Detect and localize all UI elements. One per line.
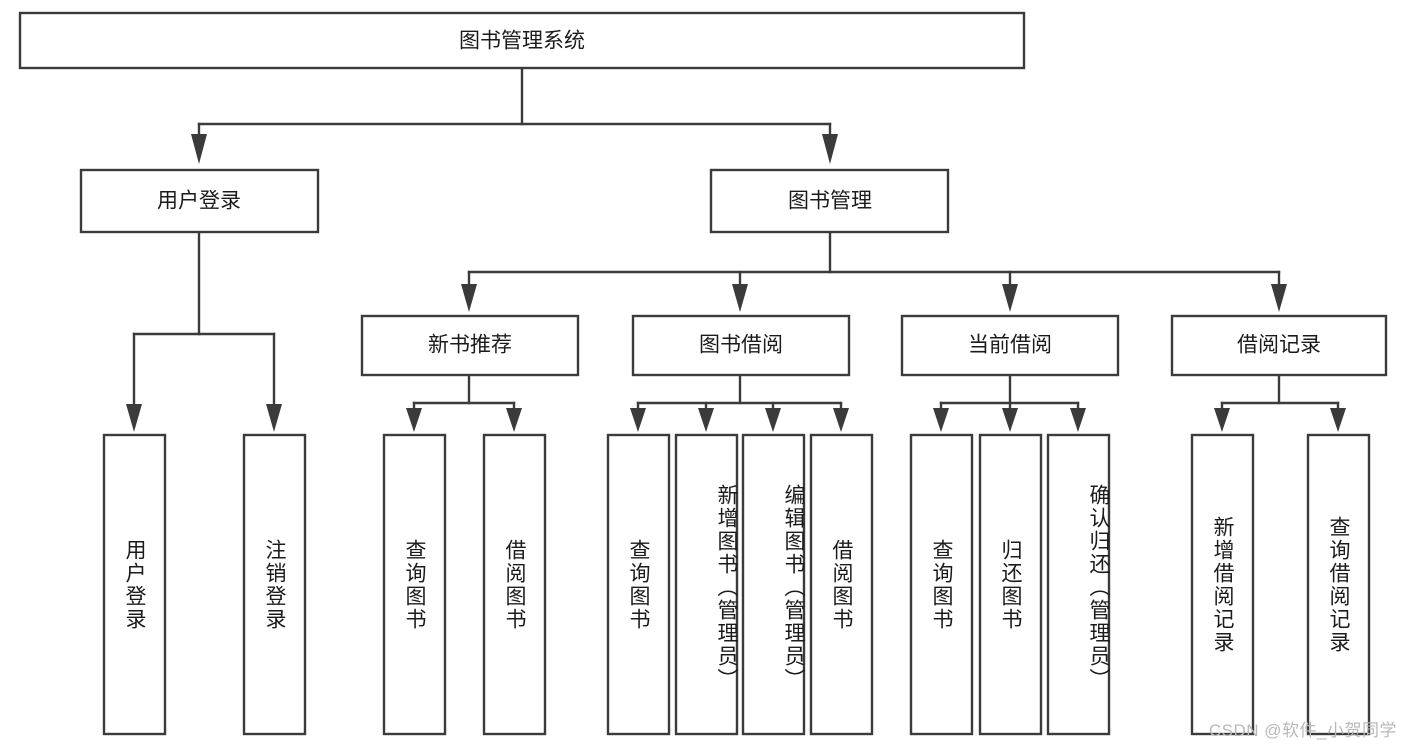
node-current-borrow[interactable]: 当前借阅: [900, 314, 1120, 377]
arrow-head-book-mgmt: [822, 134, 838, 164]
node-box-l-user-login[interactable]: [102, 433, 167, 736]
connector-group-new-book-rec: [406, 373, 522, 432]
connector-group-borrow-record: [1214, 373, 1346, 432]
arrow-head-l-borrow-book-2: [833, 408, 849, 432]
arrow-head-l-query-record: [1330, 408, 1346, 432]
node-box-l-query-book-2[interactable]: [606, 433, 671, 736]
arrow-head-book-borrow: [732, 284, 748, 312]
arrow-head-current-borrow: [1002, 284, 1018, 312]
arrow-head-l-logout: [266, 404, 282, 432]
node-label-book-borrow: 图书借阅: [699, 334, 783, 357]
node-root[interactable]: 图书管理系统: [18, 11, 1026, 70]
node-label-new-book-rec: 新书推荐: [428, 334, 512, 357]
arrow-head-user-login: [191, 134, 207, 164]
node-label-current-borrow: 当前借阅: [968, 334, 1052, 357]
csdn-watermark: CSDN @软件_小贺同学: [1208, 721, 1397, 740]
node-borrow-record[interactable]: 借阅记录: [1170, 314, 1388, 377]
node-box-l-query-record[interactable]: [1306, 433, 1371, 736]
node-user-login[interactable]: 用户登录: [79, 168, 320, 234]
node-box-l-logout[interactable]: [242, 433, 307, 736]
node-box-l-return-book[interactable]: [978, 433, 1043, 736]
connector-group-current-borrow: [933, 373, 1086, 432]
node-book-mgmt[interactable]: 图书管理: [709, 168, 950, 234]
arrow-head-l-add-record: [1214, 408, 1230, 432]
node-box-user-login[interactable]: [79, 168, 320, 234]
arrow-head-borrow-record: [1271, 284, 1287, 312]
node-label-book-mgmt: 图书管理: [788, 190, 872, 213]
node-box-book-borrow[interactable]: [631, 314, 851, 377]
node-label-root: 图书管理系统: [459, 30, 585, 53]
arrow-head-l-borrow-book-1: [506, 408, 522, 432]
arrow-head-l-edit-book: [765, 408, 781, 432]
node-book-borrow[interactable]: 图书借阅: [631, 314, 851, 377]
node-box-l-borrow-book-1[interactable]: [482, 433, 547, 736]
arrow-head-l-query-book-3: [933, 408, 949, 432]
node-box-l-borrow-book-2[interactable]: [809, 433, 874, 736]
node-box-l-add-record[interactable]: [1190, 433, 1255, 736]
arrow-head-l-query-book-2: [630, 408, 646, 432]
connector-group-user-login: [126, 230, 282, 432]
node-box-l-add-book[interactable]: [674, 433, 739, 736]
arrow-head-l-query-book-1: [406, 408, 422, 432]
arrow-head-l-add-book: [698, 408, 714, 432]
node-box-new-book-rec[interactable]: [360, 314, 580, 377]
connector-group-book-borrow: [630, 373, 849, 432]
node-label-borrow-record: 借阅记录: [1237, 334, 1321, 357]
connector-group-root: [191, 66, 838, 164]
node-box-book-mgmt[interactable]: [709, 168, 950, 234]
node-label-user-login: 用户登录: [157, 190, 241, 213]
node-box-l-edit-book[interactable]: [741, 433, 806, 736]
arrow-head-l-confirm-return: [1070, 408, 1086, 432]
node-new-book-rec[interactable]: 新书推荐: [360, 314, 580, 377]
node-box-l-query-book-3[interactable]: [909, 433, 974, 736]
arrow-head-l-user-login: [126, 404, 142, 432]
arrow-head-new-book-rec: [461, 284, 477, 312]
node-box-l-query-book-1[interactable]: [382, 433, 447, 736]
arrow-head-l-return-book: [1002, 408, 1018, 432]
node-box-current-borrow[interactable]: [900, 314, 1120, 377]
node-box-borrow-record[interactable]: [1170, 314, 1388, 377]
node-box-root[interactable]: [18, 11, 1026, 70]
connector-group-book-mgmt: [461, 230, 1287, 312]
node-box-l-confirm-return[interactable]: [1046, 433, 1111, 736]
